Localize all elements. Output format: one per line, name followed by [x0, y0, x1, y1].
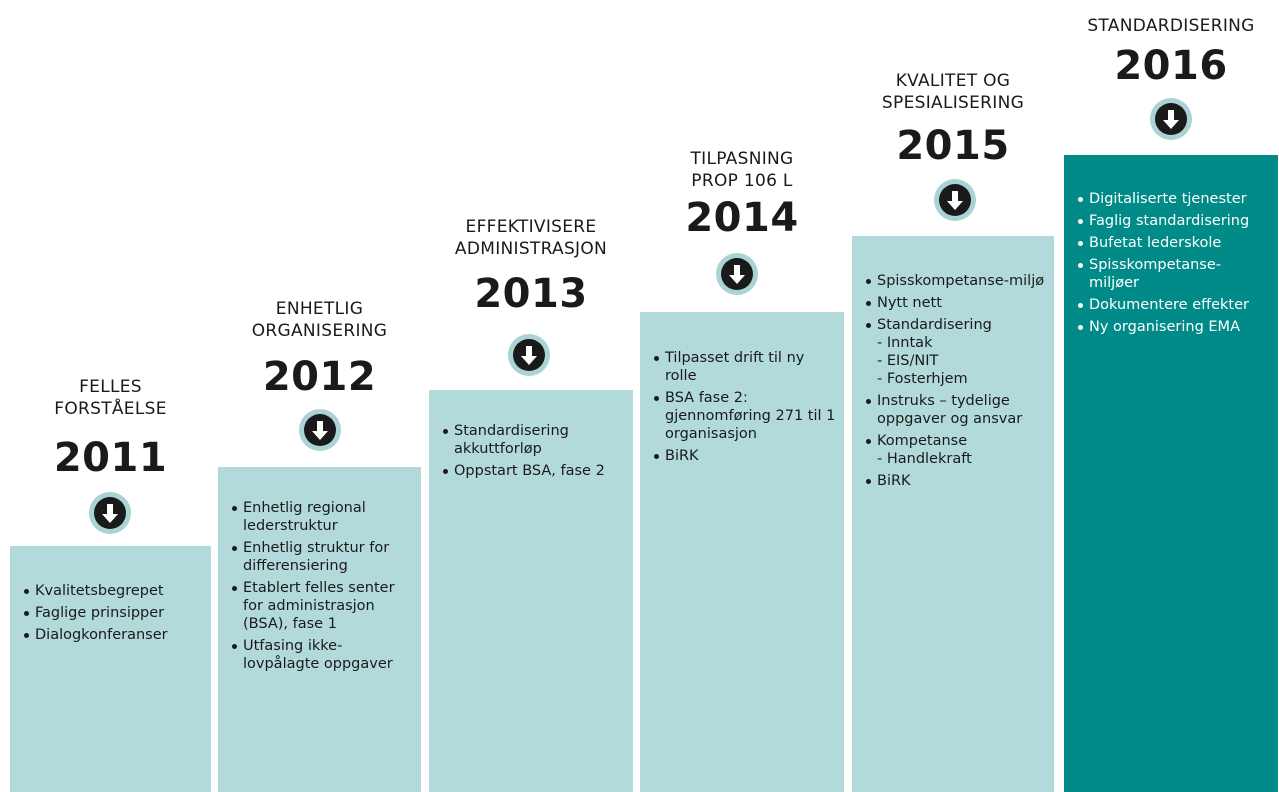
list-item: Enhetlig struktur for differensiering: [232, 539, 413, 575]
step-year: 2011: [53, 435, 168, 481]
arrow-down-circle-icon: [299, 409, 341, 451]
list-item: Enhetlig regional lederstruktur: [232, 499, 413, 535]
step-2014: TILPASNING PROP 106 L 2014 Tilpasset dri…: [640, 0, 844, 792]
step-panel: Enhetlig regional lederstruktur Enhetlig…: [218, 467, 421, 792]
list-item: Bufetat lederskole: [1078, 234, 1270, 252]
list-item: Spisskompetanse-miljøer: [1078, 256, 1270, 292]
step-2016: STANDARDISERING 2016 Digitaliserte tjene…: [1064, 0, 1278, 792]
step-year: 2012: [262, 354, 377, 400]
list-item-text: Standardisering - Inntak - EIS/NIT - Fos…: [877, 317, 992, 387]
list-item: Faglige prinsipper: [24, 604, 203, 622]
step-heading: TILPASNING PROP 106 L: [690, 149, 794, 191]
list-item: Utfasing ikke-lovpålagte oppgaver: [232, 637, 413, 673]
step-panel-highlight: Digitaliserte tjenester Faglig standardi…: [1064, 155, 1278, 792]
list-item: Dialogkonferanser: [24, 626, 203, 644]
step-items: Kvalitetsbegrepet Faglige prinsipper Dia…: [24, 582, 203, 648]
arrow-down-circle-icon: [934, 179, 976, 221]
list-item-text: Kompetanse - Handlekraft: [877, 433, 972, 467]
step-items: Digitaliserte tjenester Faglig standardi…: [1078, 190, 1270, 340]
step-heading: FELLES FORSTÅELSE: [54, 377, 167, 419]
step-items: Tilpasset drift til ny rolle BSA fase 2:…: [654, 349, 836, 469]
step-items: Standardisering akkuttforløp Oppstart BS…: [443, 422, 625, 484]
step-year: 2016: [1114, 43, 1228, 89]
list-item: Ny organisering EMA: [1078, 318, 1270, 336]
list-item: Faglig standardisering: [1078, 212, 1270, 230]
step-panel: Kvalitetsbegrepet Faglige prinsipper Dia…: [10, 546, 211, 792]
list-item: Dokumentere effekter: [1078, 296, 1270, 314]
list-item: BiRK: [866, 472, 1046, 490]
list-item: BSA fase 2: gjennomføring 271 til 1 orga…: [654, 389, 836, 443]
step-2012: ENHETLIG ORGANISERING 2012 Enhetlig regi…: [218, 0, 421, 792]
list-item: Oppstart BSA, fase 2: [443, 462, 625, 480]
step-year: 2013: [474, 271, 588, 317]
step-items: Enhetlig regional lederstruktur Enhetlig…: [232, 499, 413, 677]
step-year: 2015: [896, 123, 1010, 169]
step-items: Spisskompetanse-miljø Nytt nett Standard…: [866, 272, 1046, 494]
step-2013: EFFEKTIVISERE ADMINISTRASJON 2013 Standa…: [429, 0, 633, 792]
step-2011: FELLES FORSTÅELSE 2011 Kvalitetsbegrepet…: [10, 0, 211, 792]
list-item: BiRK: [654, 447, 836, 465]
list-item: Nytt nett: [866, 294, 1046, 312]
step-heading: ENHETLIG ORGANISERING: [251, 299, 388, 341]
list-item: Instruks – tydelige oppgaver og ansvar: [866, 392, 1046, 428]
arrow-down-circle-icon: [508, 334, 550, 376]
step-panel: Spisskompetanse-miljø Nytt nett Standard…: [852, 236, 1054, 792]
list-item: Standardisering - Inntak - EIS/NIT - Fos…: [866, 316, 1046, 388]
list-item: Tilpasset drift til ny rolle: [654, 349, 836, 385]
step-2015: KVALITET OG SPESIALISERING 2015 Spisskom…: [852, 0, 1054, 792]
list-item: Spisskompetanse-miljø: [866, 272, 1046, 290]
step-year: 2014: [685, 195, 799, 241]
step-heading: KVALITET OG SPESIALISERING: [881, 71, 1025, 113]
step-heading: STANDARDISERING: [1087, 16, 1255, 36]
list-item: Kompetanse - Handlekraft: [866, 432, 1046, 468]
list-item: Digitaliserte tjenester: [1078, 190, 1270, 208]
list-item: Standardisering akkuttforløp: [443, 422, 625, 458]
arrow-down-circle-icon: [716, 253, 758, 295]
step-heading: EFFEKTIVISERE ADMINISTRASJON: [454, 217, 608, 259]
arrow-down-circle-icon: [1150, 98, 1192, 140]
step-panel: Standardisering akkuttforløp Oppstart BS…: [429, 390, 633, 792]
list-item: Etablert felles senter for administrasjo…: [232, 579, 413, 633]
arrow-down-circle-icon: [89, 492, 131, 534]
list-item: Kvalitetsbegrepet: [24, 582, 203, 600]
step-panel: Tilpasset drift til ny rolle BSA fase 2:…: [640, 312, 844, 792]
